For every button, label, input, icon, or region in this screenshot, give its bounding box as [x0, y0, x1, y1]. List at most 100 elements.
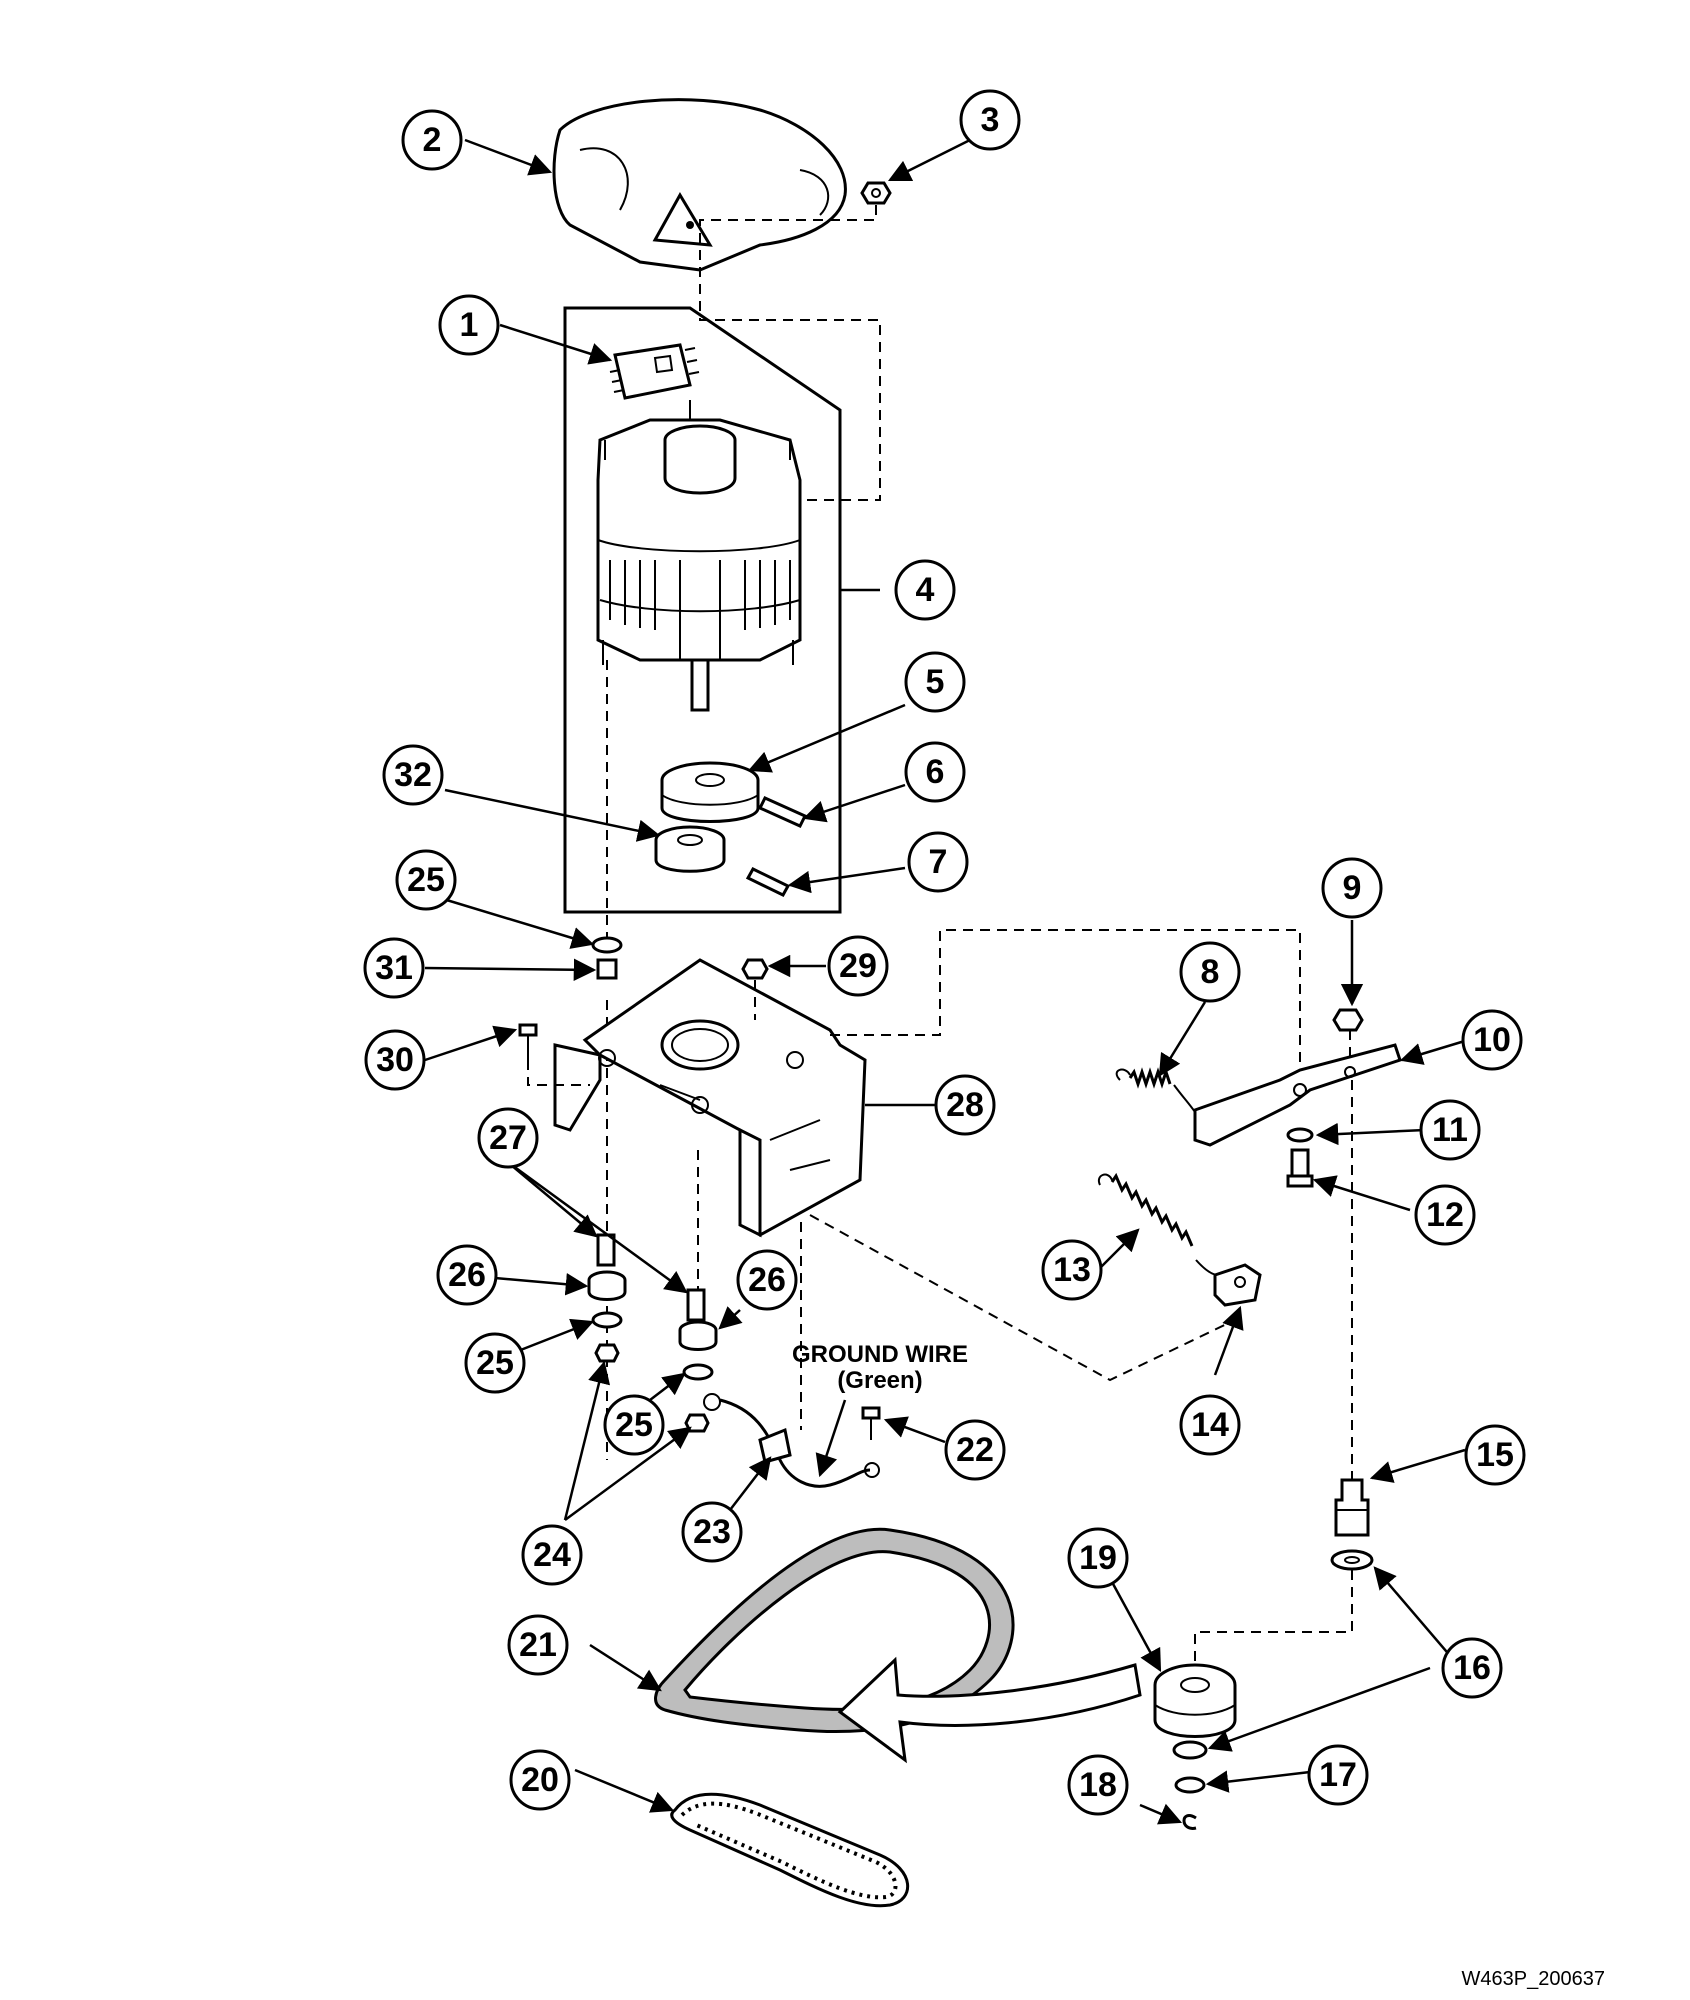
callout-23: 23 [681, 1501, 743, 1563]
callout-29: 29 [827, 935, 889, 997]
shaft [1334, 1478, 1370, 1537]
callout-circle [364, 1029, 426, 1091]
callout-circle [1041, 1239, 1103, 1301]
callout-30: 30 [364, 1029, 426, 1091]
callout-circle [1307, 1744, 1369, 1806]
alignment-line [830, 929, 1301, 1090]
callout-circle [904, 651, 966, 713]
pulley-key-small [745, 867, 791, 897]
callout-18: 18 [1067, 1754, 1129, 1816]
spring-small [1115, 1067, 1201, 1121]
callout-21: 21 [507, 1614, 569, 1676]
drawing-id: W463P_200637 [1462, 1968, 1605, 1990]
callout-circle [363, 937, 425, 999]
idler-pulley [1153, 1663, 1237, 1738]
callout-number: 20 [521, 1761, 559, 1799]
callout-circle [907, 831, 969, 893]
callout-number: 8 [1201, 953, 1220, 991]
motor-cover [552, 98, 847, 272]
callout-circle [1321, 857, 1383, 919]
callout-4: 4 [894, 559, 956, 621]
alignment-line [690, 205, 881, 501]
callout-number: 21 [519, 1626, 557, 1664]
drive-belt [654, 1527, 1015, 1734]
ground-wire-label-line2: (Green) [837, 1367, 922, 1394]
mounting-screw [518, 1023, 538, 1060]
washer-16-upper [1330, 1549, 1374, 1571]
spring-large [1097, 1172, 1219, 1276]
isolator-stud-right [686, 1288, 706, 1322]
callout-number: 7 [929, 843, 948, 881]
motor-connector [609, 343, 700, 400]
callout-circle [1441, 1637, 1503, 1699]
callout-circle [894, 559, 956, 621]
callout-number: 5 [926, 663, 945, 701]
callout-8: 8 [1179, 941, 1241, 1003]
motor [596, 400, 802, 712]
callout-number: 25 [407, 861, 445, 899]
callout-circle [681, 1501, 743, 1563]
callout-10: 10 [1461, 1009, 1523, 1071]
retaining-ring [1182, 1814, 1197, 1830]
callout-circle [1179, 1394, 1241, 1456]
callout-number: 4 [916, 571, 935, 609]
callout-circle [382, 744, 444, 806]
callout-circle [1464, 1424, 1526, 1486]
callout-circle [1179, 941, 1241, 1003]
callout-circle [509, 1749, 571, 1811]
callout-number: 24 [533, 1536, 571, 1574]
callout-26: 26 [436, 1244, 498, 1306]
callout-circle [944, 1419, 1006, 1481]
washer-11 [1286, 1127, 1314, 1143]
motor-pulley [660, 761, 760, 823]
callout-19: 19 [1067, 1527, 1129, 1589]
callout-1: 1 [438, 294, 500, 356]
grommet-upper [591, 936, 623, 980]
callout-3: 3 [959, 89, 1021, 151]
shoulder-bolt [1286, 1148, 1314, 1188]
callout-32: 32 [382, 744, 444, 806]
callout-number: 11 [1432, 1111, 1468, 1149]
callout-6: 6 [904, 741, 966, 803]
callout-number: 30 [376, 1041, 414, 1079]
idler-arm [1193, 1043, 1402, 1147]
callout-31: 31 [363, 937, 425, 999]
callout-12: 12 [1414, 1184, 1476, 1246]
callout-25: 25 [464, 1332, 526, 1394]
ground-screw [861, 1406, 881, 1440]
callout-25: 25 [395, 849, 457, 911]
pulley-key [757, 796, 808, 828]
callout-13: 13 [1041, 1239, 1103, 1301]
alignment-line [1194, 1570, 1353, 1665]
callout-circle [436, 1244, 498, 1306]
grommet-right [678, 1320, 718, 1351]
callout-number: 25 [615, 1406, 653, 1444]
callout-circle [1067, 1754, 1129, 1816]
callout-number: 18 [1079, 1766, 1117, 1804]
callout-28: 28 [934, 1074, 996, 1136]
washer-left [591, 1311, 623, 1329]
callout-circle [827, 935, 889, 997]
callout-number: 32 [394, 756, 432, 794]
nut [860, 181, 892, 205]
callout-14: 14 [1179, 1394, 1241, 1456]
leader-lines [424, 138, 1469, 1825]
callout-number: 23 [693, 1513, 731, 1551]
callout-27: 27 [477, 1107, 539, 1169]
callout-group: 1234567891011121314151617181920212223242… [363, 89, 1526, 1816]
washer-17 [1174, 1776, 1206, 1794]
callout-circle [1461, 1009, 1523, 1071]
callout-number: 17 [1319, 1756, 1357, 1794]
bracket-nut [741, 958, 769, 980]
callout-9: 9 [1321, 857, 1383, 919]
spring-bracket [1213, 1263, 1262, 1307]
nut-9 [1332, 1008, 1364, 1032]
callout-25: 25 [603, 1394, 665, 1456]
washer-right [682, 1363, 714, 1381]
callout-number: 9 [1343, 869, 1362, 907]
callout-number: 28 [946, 1086, 984, 1124]
callout-number: 3 [981, 101, 1000, 139]
callout-number: 12 [1426, 1196, 1464, 1234]
callout-circle [959, 89, 1021, 151]
